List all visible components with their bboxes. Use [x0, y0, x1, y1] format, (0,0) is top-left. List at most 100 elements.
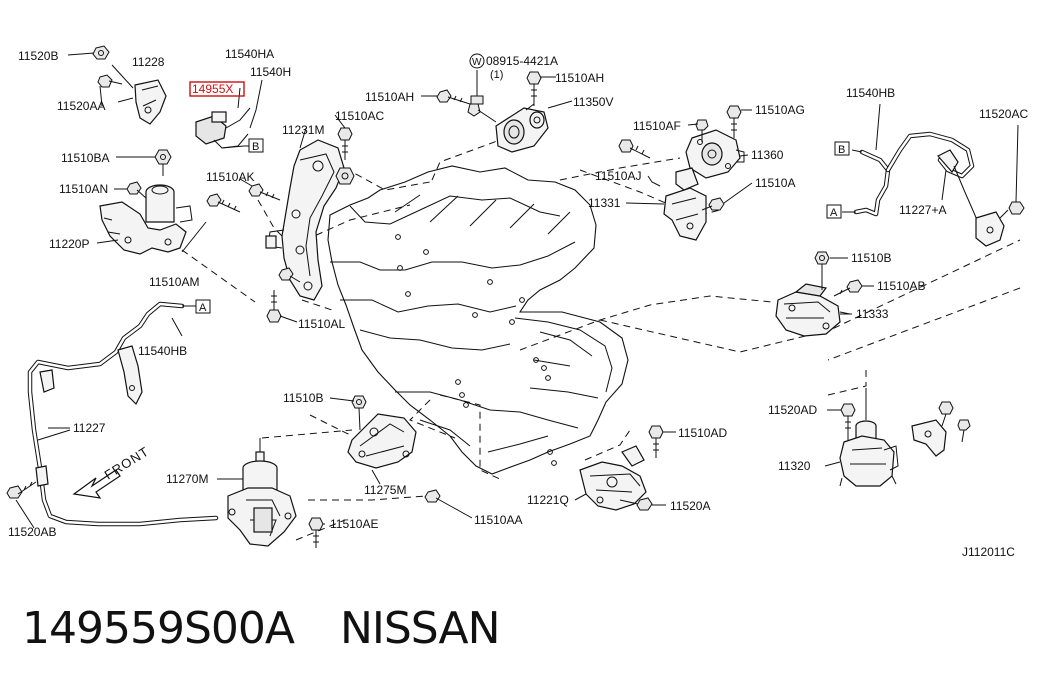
label-11270m: 11270M: [166, 472, 208, 486]
mount-11220p: [99, 184, 193, 255]
label-11275m: 11275M: [364, 483, 406, 497]
mount-11333: [775, 283, 851, 337]
label-11520ad: 11520AD: [768, 403, 817, 417]
bolt-11510am: [181, 193, 241, 253]
label-11510ac: 11510AC: [335, 109, 384, 123]
label-11228: 11228: [132, 55, 165, 69]
callout-b-right: B: [834, 141, 850, 156]
label-11520aa: 11520AA: [57, 99, 106, 113]
label-11350v: 11350V: [573, 95, 613, 109]
label-11220p: 11220P: [49, 237, 89, 251]
bolt-11510ak: [248, 183, 281, 201]
callout-b-left: B: [248, 138, 264, 153]
highlight-box-14955x: [189, 81, 245, 97]
nut-11510ba: [154, 149, 172, 176]
label-11510ak: 11510AK: [206, 170, 255, 184]
label-11540h: 11540H: [250, 65, 291, 79]
bracket-11331: [663, 167, 707, 241]
label-11540ha: 11540HA: [225, 47, 274, 61]
dashed-leader-lines: [181, 139, 1021, 541]
bolt-11510aj: [618, 139, 651, 159]
label-11510ad: 11510AD: [678, 426, 727, 440]
label-11510ab: 11510AB: [877, 279, 926, 293]
label-11520a: 11520A: [670, 499, 710, 513]
label-11510am: 11510AM: [149, 275, 199, 289]
bolt-11510a: [701, 197, 725, 211]
front-arrow: FRONT: [72, 443, 152, 499]
bolt-11520ac: [999, 124, 1025, 219]
bolt-11510ac: [335, 127, 355, 185]
label-11231m: 11231M: [282, 123, 324, 137]
label-11510ae: 11510AE: [330, 517, 379, 531]
label-11520ac: 11520AC: [979, 107, 1028, 121]
part-caption: 149559S00A NISSAN: [22, 598, 501, 658]
bolt-11520ab: [6, 481, 37, 499]
engine-mount-diagram: FRONT A A B B W 11520B 11228 11540HA 149…: [6, 45, 1028, 559]
bracket-11275m: [347, 413, 417, 485]
label-11510ba: 11510BA: [61, 151, 110, 165]
bracket-11227a: [937, 149, 1005, 247]
mount-11320: [839, 388, 899, 487]
label-leaders: [15, 52, 874, 529]
w-symbol: W: [469, 53, 485, 69]
callout-a-right: A: [826, 204, 842, 219]
label-11510b-center: 11510B: [283, 391, 323, 405]
bolt-11520b: [92, 45, 110, 60]
bracket-small-right: [911, 401, 971, 457]
label-08915-4421a: 08915-4421A: [486, 54, 558, 68]
label-11510a: 11510A: [755, 176, 795, 190]
part-labels: 11520B 11228 11540HA 14955X 11540H 11520…: [8, 47, 1028, 559]
label-11320: 11320: [778, 459, 811, 473]
label-11520ab: 11520AB: [8, 525, 57, 539]
label-11510af: 11510AF: [633, 119, 681, 133]
label-11510b-right: 11510B: [851, 251, 891, 265]
mount-11360: [685, 129, 745, 179]
sensor-14955x: [195, 79, 263, 149]
bolt-11510ad: [648, 425, 676, 458]
label-11510ag: 11510AG: [755, 103, 805, 117]
label-11540hb-left: 11540HB: [138, 344, 187, 358]
label-11520b: 11520B: [18, 49, 58, 63]
torque-rod-11350v: [495, 103, 549, 153]
nut-11510b-center: [351, 395, 367, 431]
engine-block: [327, 165, 629, 475]
bracket-11231m: [265, 127, 345, 301]
bolt-11510an: [126, 181, 147, 199]
bracket-11228: [111, 64, 167, 125]
bolt-11520a: [619, 497, 666, 511]
label-11510ah-right: 11510AH: [555, 71, 604, 85]
tube-11540hb-left: [27, 301, 219, 527]
svg-text:B: B: [252, 141, 259, 153]
bolt-11510ag: [726, 105, 742, 138]
callout-a-left: A: [195, 299, 211, 314]
svg-text:W: W: [472, 57, 482, 68]
nut-11510b-right: [814, 251, 830, 290]
label-14955x: 14955X: [192, 82, 233, 96]
bolt-11510ah-right: [526, 71, 542, 106]
bolt-11520aa: [97, 74, 123, 88]
tube-11540hb-right: [842, 103, 975, 217]
bolt-11510ah-left: [436, 89, 497, 123]
washer-08915: [470, 70, 484, 105]
label-11510ah-left: 11510AH: [365, 90, 414, 104]
bracket-11227: [35, 345, 143, 487]
label-11331: 11331: [588, 196, 621, 210]
diagram-code: J112011C: [962, 545, 1015, 559]
bolt-11520ad: [840, 403, 856, 440]
label-11333: 11333: [856, 307, 889, 321]
label-11360: 11360: [751, 148, 784, 162]
mount-11270m: [227, 438, 297, 547]
bolt-11510ab: [833, 279, 863, 297]
bracket-11221q: [579, 445, 647, 511]
label-11227: 11227: [73, 421, 106, 435]
bolt-11510al: [266, 267, 301, 323]
brand-name: NISSAN: [339, 602, 501, 654]
svg-text:A: A: [199, 302, 207, 314]
bolt-11510ae: [308, 517, 324, 548]
label-11510an: 11510AN: [59, 182, 108, 196]
svg-text:B: B: [838, 144, 845, 156]
label-11510aa: 11510AA: [474, 513, 523, 527]
label-front: FRONT: [102, 443, 152, 482]
label-qty-1: (1): [490, 69, 503, 81]
label-11510al: 11510AL: [298, 317, 345, 331]
